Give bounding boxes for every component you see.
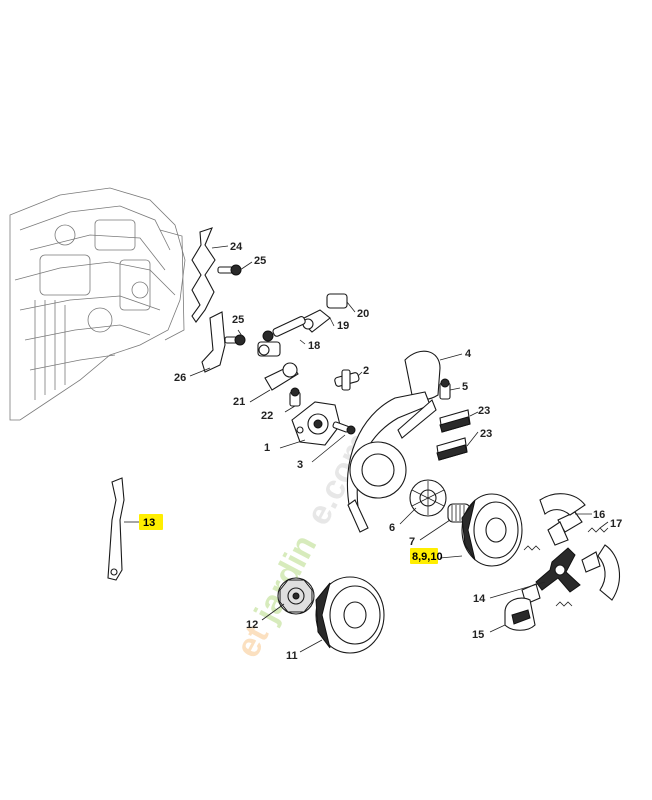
callout-p14[interactable]: 14 — [473, 593, 486, 605]
callout-p23a[interactable]: 23 — [478, 405, 490, 417]
clutch-shoe-right — [597, 544, 620, 601]
part-6-rim-sprocket — [409, 479, 447, 517]
callout-p20[interactable]: 20 — [357, 308, 369, 320]
part-22-screw — [289, 387, 301, 407]
callout-p8-9-10[interactable]: 8,9,10 — [412, 551, 443, 563]
callout-p2[interactable]: 2 — [363, 365, 369, 377]
callout-p13[interactable]: 13 — [143, 517, 155, 529]
callout-p26[interactable]: 26 — [174, 372, 186, 384]
part-26-bracket — [201, 311, 226, 373]
callout-p17[interactable]: 17 — [610, 518, 622, 530]
callout-p7[interactable]: 7 — [409, 536, 415, 548]
callout-p23b[interactable]: 23 — [480, 428, 492, 440]
callout-p15[interactable]: 15 — [472, 629, 484, 641]
part-3-screw — [332, 421, 356, 435]
part-23-pad-a — [439, 409, 471, 433]
part-25-screw-a — [217, 264, 242, 276]
part-16 — [547, 511, 583, 546]
callout-p16[interactable]: 16 — [593, 509, 605, 521]
leader-lines — [124, 245, 609, 653]
part-25-screw-b — [224, 334, 246, 346]
part-24-plate — [191, 227, 216, 323]
part-20 — [326, 293, 348, 309]
callout-p11[interactable]: 11 — [286, 650, 298, 662]
part-4-brake-band — [346, 350, 441, 533]
part-15-shoe — [504, 597, 536, 631]
callout-p24[interactable]: 24 — [230, 241, 243, 253]
callout-p3[interactable]: 3 — [297, 459, 303, 471]
callout-p19[interactable]: 19 — [337, 320, 349, 332]
part-1-oil-pump — [291, 401, 341, 446]
clutch-shoe-top — [539, 493, 586, 516]
callout-p25b[interactable]: 25 — [232, 314, 244, 326]
callout-p22[interactable]: 22 — [261, 410, 273, 422]
part-12-sprocket — [277, 577, 315, 615]
part-5-screw — [439, 378, 451, 400]
part-2-pin — [334, 369, 360, 391]
engine-housing — [9, 187, 186, 421]
callout-p4[interactable]: 4 — [465, 348, 472, 360]
callout-labels: 24 25 20 19 25 18 26 4 2 5 21 22 23 1 23… — [143, 241, 622, 662]
callout-p21[interactable]: 21 — [233, 396, 245, 408]
part-23-pad-b — [436, 437, 468, 461]
part-11-clutch-drum — [315, 576, 385, 654]
part-18-screws — [257, 316, 306, 357]
callout-p6[interactable]: 6 — [389, 522, 395, 534]
part-13-lever — [107, 477, 125, 581]
part-17-spring — [587, 527, 609, 533]
part-8-9-10-clutch-drum — [461, 493, 523, 567]
callout-p5[interactable]: 5 — [462, 381, 468, 393]
watermark-part-b: jardin — [247, 529, 324, 629]
callout-p18[interactable]: 18 — [308, 340, 320, 352]
callout-p12[interactable]: 12 — [246, 619, 258, 631]
highlight-13 — [139, 514, 163, 530]
callout-p25a[interactable]: 25 — [254, 255, 266, 267]
part-21 — [264, 362, 299, 391]
part-14-clutch-carrier — [521, 545, 601, 607]
highlight-8-9-10 — [410, 548, 438, 564]
callout-p1[interactable]: 1 — [264, 442, 270, 454]
